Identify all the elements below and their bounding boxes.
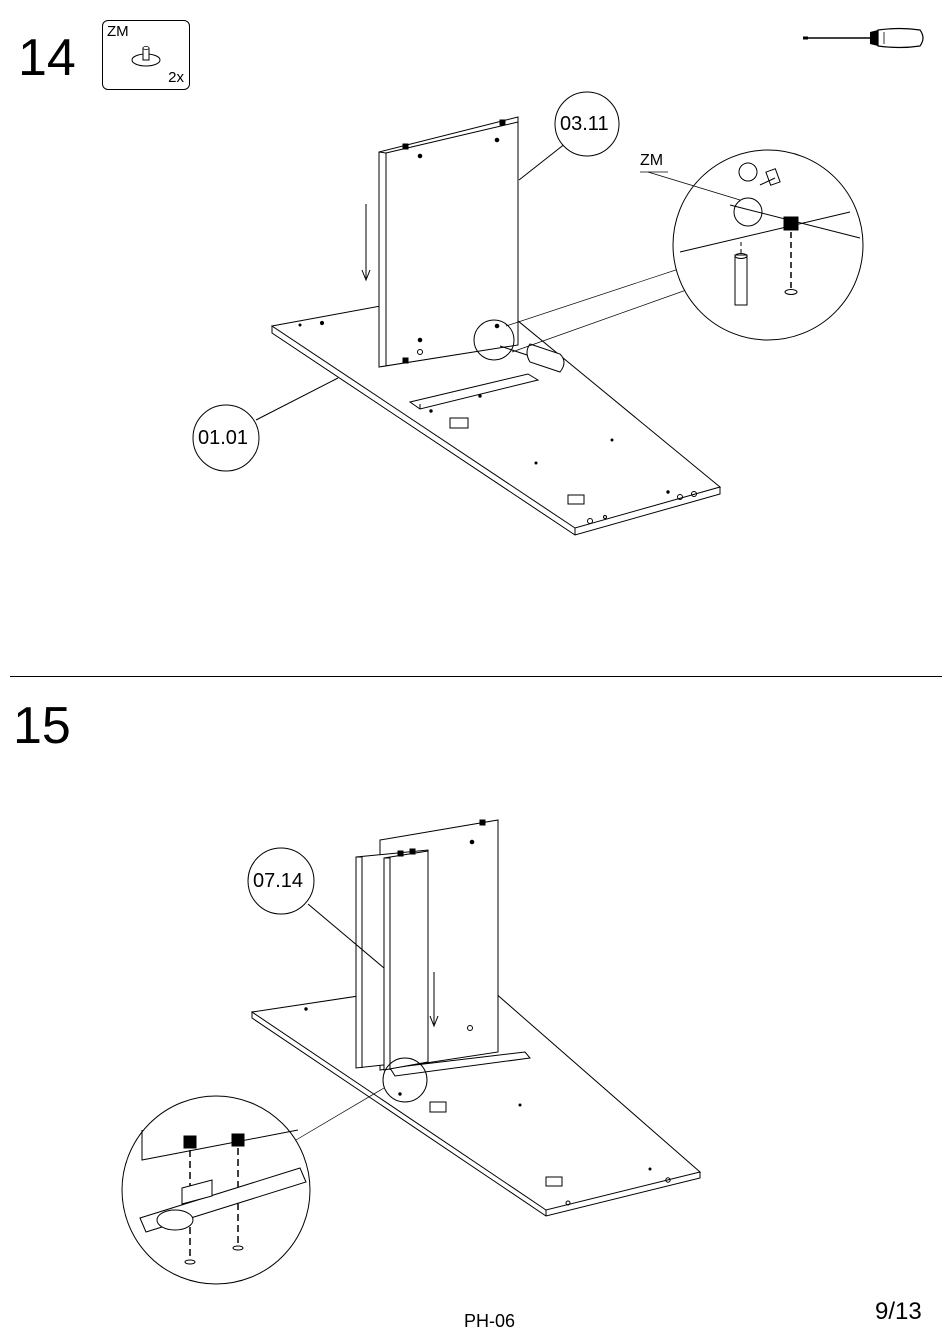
- detail-circle-rail: [122, 1096, 310, 1284]
- callout-label-07-14: 07.14: [253, 870, 303, 893]
- partition-panel-07-14: [356, 849, 428, 1070]
- page-number: 9/13: [875, 1298, 922, 1326]
- model-code: PH-06: [464, 1311, 515, 1332]
